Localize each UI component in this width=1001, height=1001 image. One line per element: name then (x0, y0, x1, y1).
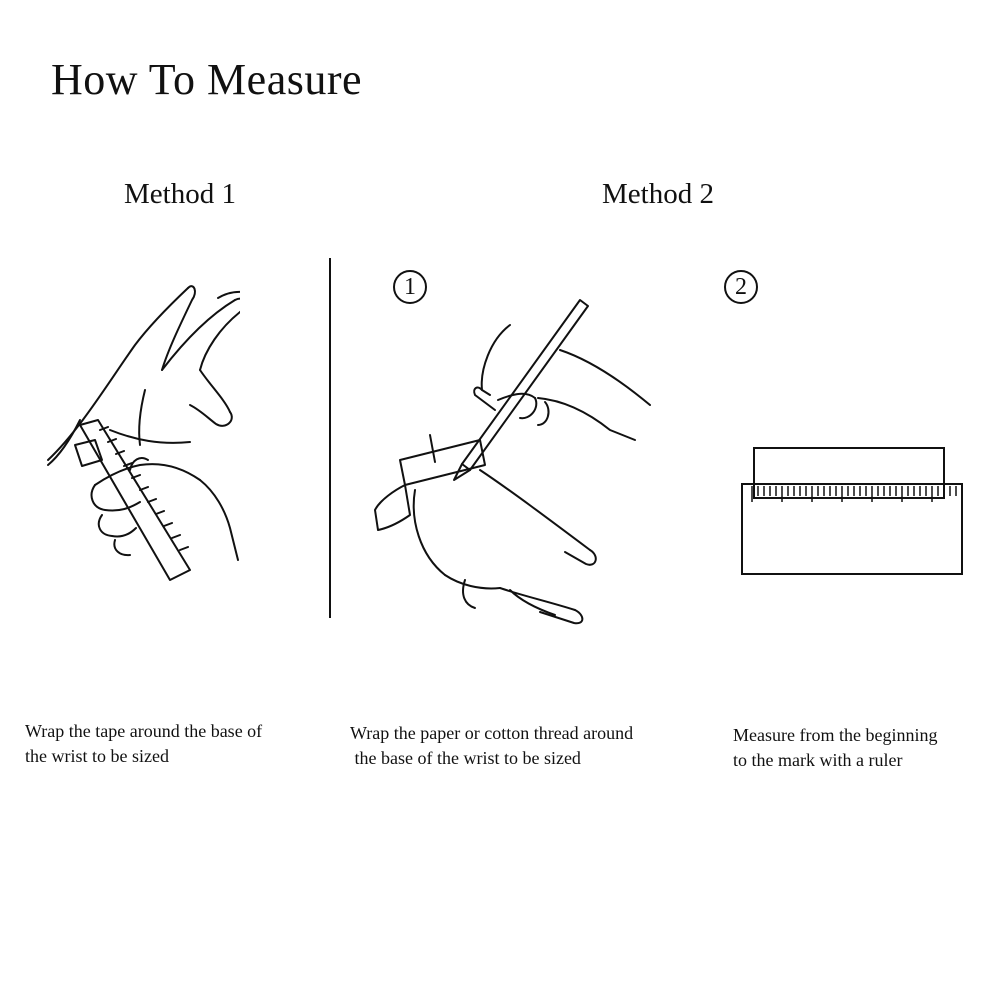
step-2-badge: 2 (724, 270, 758, 304)
method-1-caption-line-2: the wrist to be sized (25, 746, 169, 766)
page-title: How To Measure (51, 55, 363, 104)
method-2-step-1-caption: Wrap the paper or cotton thread around t… (350, 721, 633, 771)
method-2-heading: Method 2 (602, 178, 714, 210)
hand-marking-paper-strip-icon (360, 290, 660, 630)
paper-strip-on-ruler-icon (738, 444, 966, 578)
method-1-heading: Method 1 (124, 178, 236, 210)
hand-with-measuring-tape-icon (40, 270, 253, 610)
step-1-badge: 1 (393, 270, 427, 304)
method-2-step-1-caption-line-1: Wrap the paper or cotton thread around (350, 723, 634, 743)
method-2-step-1-caption-line-2: the base of the wrist to be sized (350, 748, 581, 768)
method-divider (329, 258, 331, 618)
method-1-caption: Wrap the tape around the base of the wri… (25, 719, 262, 769)
method-2-step-2-caption: Measure from the beginning to the mark w… (733, 723, 937, 773)
method-1-caption-line-1: Wrap the tape around the base of (25, 721, 263, 741)
method-2-step-2-caption-line-1: Measure from the beginning (733, 725, 938, 745)
method-2-step-2-caption-line-2: to the mark with a ruler (733, 750, 903, 770)
